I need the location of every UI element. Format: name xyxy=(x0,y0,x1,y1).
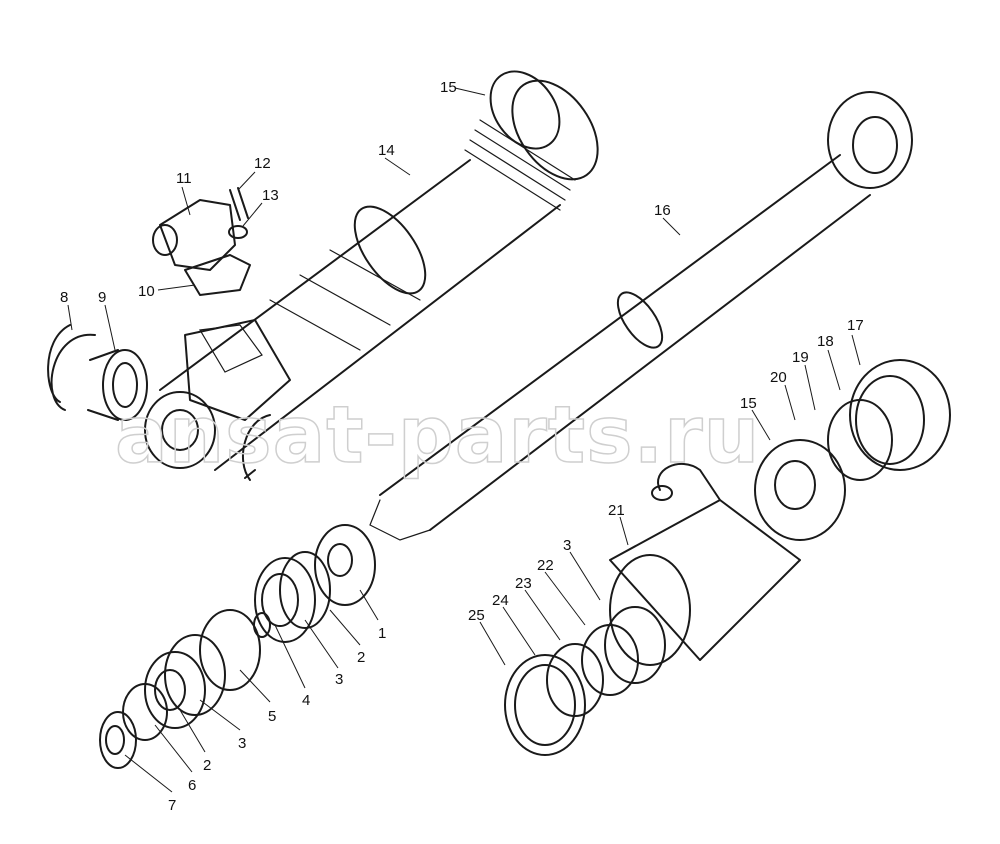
callout-10: 10 xyxy=(138,283,155,300)
callout-23: 23 xyxy=(515,575,532,592)
callout-21: 21 xyxy=(608,502,625,519)
callout-15-lower: 15 xyxy=(740,395,757,412)
callout-22: 22 xyxy=(537,557,554,574)
callout-12: 12 xyxy=(254,155,271,172)
callout-2: 2 xyxy=(357,649,365,666)
callout-25: 25 xyxy=(468,607,485,624)
elbow-fitting-assembly xyxy=(152,187,251,296)
callout-14: 14 xyxy=(378,142,395,159)
callout-5: 5 xyxy=(268,708,276,725)
callout-9: 9 xyxy=(98,289,106,306)
callout-6: 6 xyxy=(188,777,196,794)
callout-1: 1 xyxy=(378,625,386,642)
watermark-text: ansat-parts.ru xyxy=(115,391,760,481)
cylinder-barrel xyxy=(144,70,599,481)
callout-labels: 1 2 3 4 5 3 2 6 7 8 9 10 11 12 13 14 15 … xyxy=(60,79,864,814)
cylinder-head-assembly xyxy=(504,359,951,756)
callout-17: 17 xyxy=(847,317,864,334)
callout-3-right: 3 xyxy=(563,537,571,554)
callout-24: 24 xyxy=(492,592,509,609)
callout-3: 3 xyxy=(335,671,343,688)
callout-18: 18 xyxy=(817,333,834,350)
callout-7: 7 xyxy=(168,797,176,814)
callout-13: 13 xyxy=(262,187,279,204)
rod-seal-stack xyxy=(99,524,376,769)
callout-16: 16 xyxy=(654,202,671,219)
piston-rod xyxy=(369,91,913,541)
callout-15: 15 xyxy=(440,79,457,96)
leader-lines xyxy=(67,87,861,793)
callout-20: 20 xyxy=(770,369,787,386)
callout-2-lower: 2 xyxy=(203,757,211,774)
callout-4: 4 xyxy=(302,692,310,709)
callout-8: 8 xyxy=(60,289,68,306)
callout-11: 11 xyxy=(176,170,192,187)
retaining-ring-and-bushing xyxy=(47,324,148,421)
callout-3-lower: 3 xyxy=(238,735,246,752)
callout-19: 19 xyxy=(792,349,809,366)
